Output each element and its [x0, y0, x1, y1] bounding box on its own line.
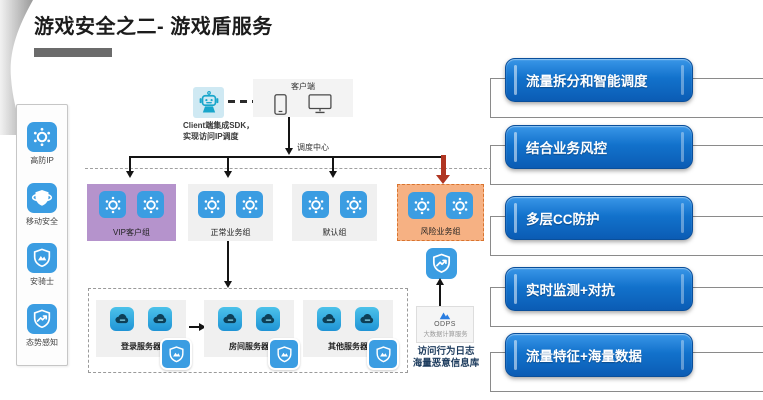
- cloud-server-icon: [256, 307, 280, 331]
- robot-icon: [196, 90, 222, 116]
- phone-icon: [274, 93, 287, 116]
- group-risk: 风险业务组: [397, 184, 484, 241]
- gear-icon: [340, 191, 367, 218]
- security-shield-icon: [367, 338, 399, 370]
- arrow-to-normal-group: [227, 156, 230, 171]
- sdk-note-line2: 实现访问IP调度: [183, 131, 239, 141]
- odps-note-line2: 海量恶意信息库: [412, 358, 480, 370]
- group-normal-icons: [188, 191, 273, 218]
- feature-button-cc-protection[interactable]: 多层CC防护: [505, 196, 693, 240]
- arrow-odps-to-shield: [439, 285, 442, 306]
- shield-trend-icon: [27, 304, 57, 335]
- sidebar-item-label: 高防IP: [30, 155, 54, 165]
- server-label: 房间服务器: [229, 342, 269, 351]
- arrow-to-vip-group: [128, 156, 131, 171]
- sdk-client-box: [193, 87, 224, 118]
- gear-icon: [446, 192, 473, 219]
- group-label: 风险业务组: [420, 227, 461, 236]
- odps-note-line1: 访问行为日志: [417, 346, 475, 357]
- client-box-label: 客户端: [291, 82, 315, 91]
- gear-icon: [99, 191, 126, 218]
- group-label: 默认组: [322, 228, 347, 237]
- dispatch-branch-line: [129, 156, 444, 159]
- security-shield-icon: [268, 338, 300, 370]
- server-room: 房间服务器: [204, 300, 300, 370]
- sdk-note: Client端集成SDK， 实现访问IP调度: [183, 121, 303, 143]
- odps-name: ODPS: [434, 320, 456, 328]
- feature-button-traffic-split[interactable]: 流量拆分和智能调度: [505, 58, 693, 102]
- product-sidebar: 高防IP 移动安全 安骑士 态势感知: [16, 104, 68, 366]
- title-underline: [34, 48, 112, 57]
- cloud-server-icon: [218, 307, 242, 331]
- cloud-server-icon: [317, 307, 341, 331]
- shield-mountain-icon: [27, 243, 57, 274]
- connector-sdk-to-client: [228, 100, 253, 104]
- arrow-login-to-room: [189, 326, 199, 329]
- server-login-icons: [96, 307, 186, 331]
- gear-icon: [27, 121, 57, 152]
- red-arrow-to-risk-group: [441, 155, 446, 175]
- server-other: 其他服务器: [303, 300, 399, 370]
- group-vip-icons: [87, 191, 176, 218]
- group-normal: 正常业务组: [188, 184, 273, 241]
- sidebar-item-mobile-security: 移动安全: [26, 182, 58, 227]
- sidebar-item-anti-ddos-ip: 高防IP: [27, 121, 57, 166]
- sidebar-item-situation-awareness: 态势感知: [26, 304, 58, 348]
- feature-button-traffic-signature[interactable]: 流量特征+海量数据: [505, 333, 693, 377]
- arrow-normal-to-servers: [227, 241, 230, 281]
- odps-desc: 大数据计算服务: [422, 330, 468, 338]
- separator-dashed-line: [85, 168, 492, 169]
- group-vip: VIP客户组: [87, 184, 176, 241]
- client-box: 客户端: [253, 79, 353, 117]
- shield-ring-icon: [27, 182, 57, 213]
- sidebar-item-label: 态势感知: [26, 338, 58, 348]
- group-default-icons: [292, 191, 377, 218]
- arrow-client-to-dispatch: [288, 117, 291, 148]
- cloud-server-icon: [110, 307, 134, 331]
- cloud-server-icon: [148, 307, 172, 331]
- client-devices: [253, 91, 353, 117]
- server-login: 登录服务器: [96, 300, 192, 370]
- sidebar-item-label: 安骑士: [30, 277, 54, 287]
- shield-trend-icon: [426, 248, 457, 279]
- sidebar-item-label: 移动安全: [26, 216, 58, 226]
- group-risk-icons: [398, 192, 483, 219]
- group-default: 默认组: [292, 184, 377, 241]
- dispatch-center-label: 调度中心: [297, 143, 329, 152]
- corner-decoration: [0, 0, 33, 135]
- odps-logo-icon: [437, 311, 453, 320]
- server-room-icons: [204, 307, 294, 331]
- feature-button-realtime-monitoring[interactable]: 实时监测+对抗: [505, 267, 693, 311]
- odps-note: 访问行为日志 海量恶意信息库: [404, 346, 488, 371]
- monitor-icon: [308, 94, 332, 114]
- sdk-note-line1: Client端集成SDK，: [183, 121, 255, 130]
- odps-box: ODPS 大数据计算服务: [416, 306, 474, 343]
- server-label: 登录服务器: [121, 342, 161, 351]
- server-other-icons: [303, 307, 393, 331]
- gear-icon: [302, 191, 329, 218]
- cloud-server-icon: [355, 307, 379, 331]
- arrow-to-default-group: [332, 156, 335, 171]
- server-label: 其他服务器: [328, 342, 368, 351]
- feature-button-business-risk-control[interactable]: 结合业务风控: [505, 125, 693, 169]
- security-shield-icon: [160, 338, 192, 370]
- gear-icon: [198, 191, 225, 218]
- gear-icon: [408, 192, 435, 219]
- group-label: 正常业务组: [210, 228, 251, 237]
- gear-icon: [137, 191, 164, 218]
- gear-icon: [236, 191, 263, 218]
- sidebar-item-security-knight: 安骑士: [27, 243, 57, 287]
- group-label: VIP客户组: [113, 228, 150, 237]
- page-title: 游戏安全之二- 游戏盾服务: [34, 16, 273, 38]
